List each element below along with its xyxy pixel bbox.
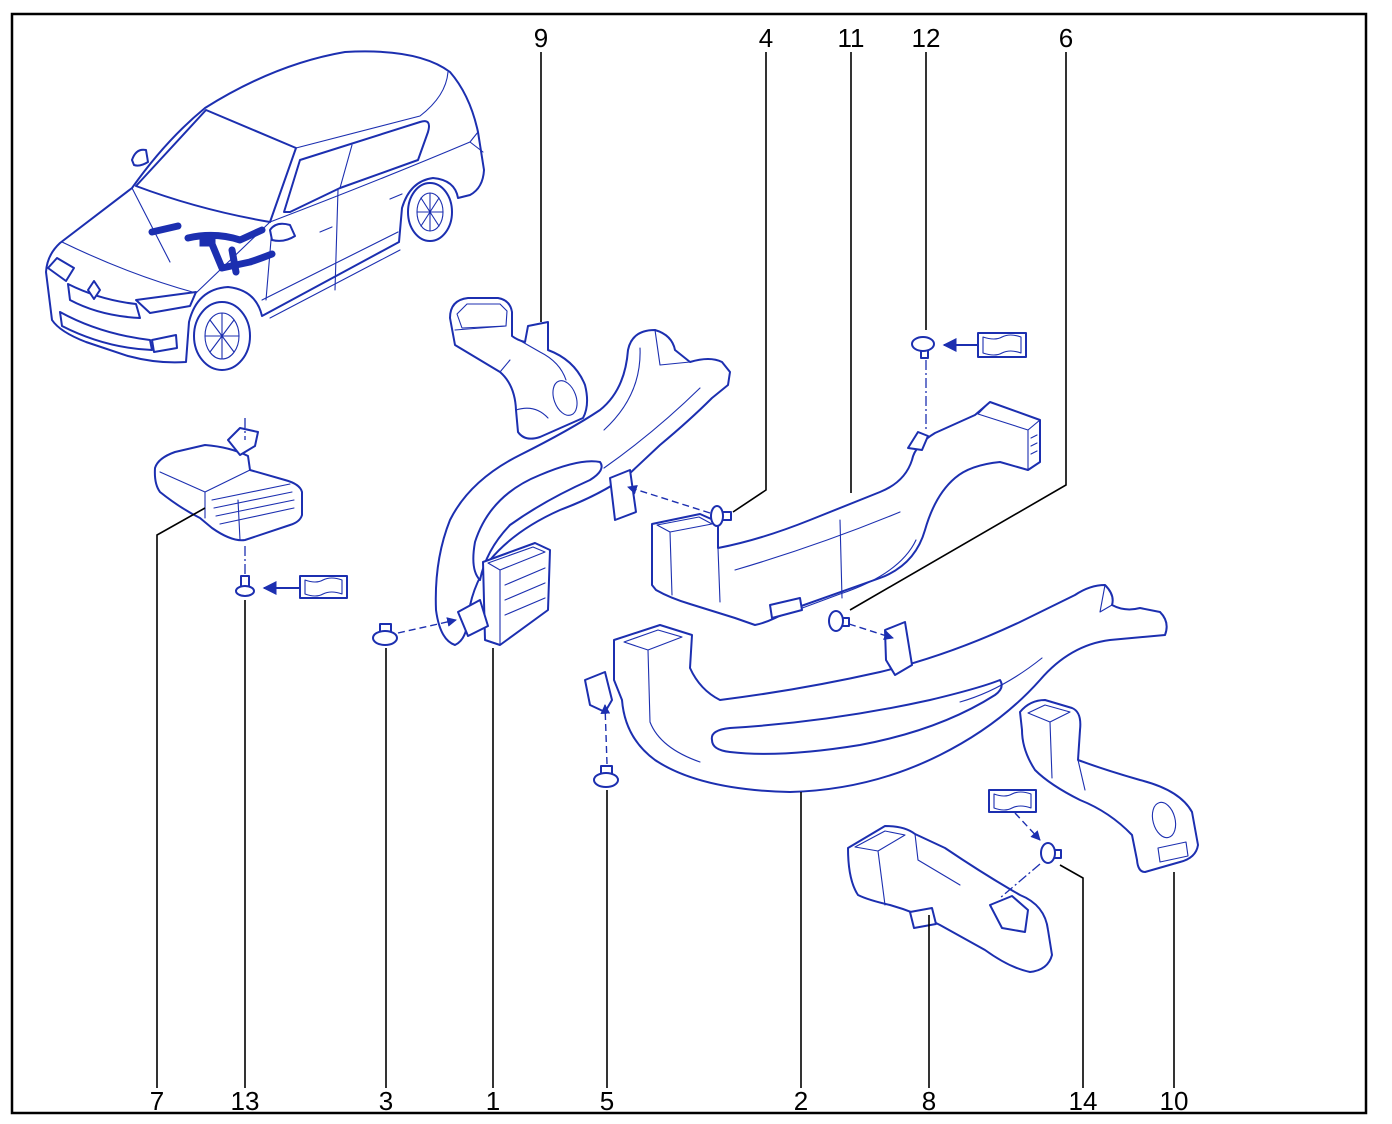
clip-14 [1040, 842, 1062, 864]
leader-line-7 [156, 507, 206, 1088]
part-9-duct [449, 297, 589, 440]
part-8-foot [909, 907, 937, 929]
vehicle-logo-icon [87, 280, 101, 300]
vehicle-roof-edge [295, 71, 449, 149]
part-7-tab [227, 427, 259, 456]
vehicle-door-handles [319, 193, 403, 233]
callouts-top: 9 4 11 12 6 [534, 23, 1073, 53]
part-10-duct [1019, 699, 1199, 873]
vehicle-highlighted-ducts [148, 222, 276, 276]
vehicle-tail [469, 131, 484, 153]
vehicle-sill [261, 231, 401, 319]
vehicle-window-pillar [339, 144, 353, 189]
vehicle-windshield [135, 109, 297, 223]
part-2-bracket-left [584, 671, 613, 713]
vehicle-illustration [45, 50, 485, 371]
vehicle-mirror-far [131, 148, 149, 167]
callout-9: 9 [534, 23, 548, 53]
leader-lines [156, 52, 1175, 1088]
callout-13: 13 [231, 1086, 260, 1116]
part-1-tab [609, 469, 637, 521]
part-1-bracket [457, 599, 489, 637]
spec-box-13 [262, 575, 348, 599]
clip-12 [911, 336, 935, 359]
clip-13 [235, 575, 255, 597]
clip-6 [828, 610, 850, 632]
callout-12: 12 [912, 23, 941, 53]
clip-3 [372, 623, 398, 646]
part-11-foot [769, 597, 803, 619]
part-2-duct [584, 584, 1168, 793]
vehicle-headlight-left [47, 257, 75, 282]
leader-line-14 [1059, 864, 1084, 1088]
part-8-duct [847, 825, 1053, 973]
spec-box-14 [988, 789, 1041, 841]
clip-5 [593, 765, 619, 788]
part-7-vent [153, 427, 303, 542]
clip-4 [710, 505, 732, 527]
callout-7: 7 [150, 1086, 164, 1116]
callout-1: 1 [486, 1086, 500, 1116]
callouts-bottom: 7 13 3 1 5 2 8 14 10 [150, 1086, 1189, 1116]
vehicle-fog-light [151, 334, 178, 353]
part-8-bracket [989, 895, 1029, 933]
spec-box-12 [942, 332, 1027, 358]
vehicle-rear-wheel [407, 182, 453, 242]
vehicle-front-wheel [193, 301, 251, 371]
callout-10: 10 [1160, 1086, 1189, 1116]
callout-2: 2 [794, 1086, 808, 1116]
leader-line-6 [849, 52, 1067, 611]
diagram-frame [10, 12, 1368, 1115]
part-1-duct [434, 329, 731, 646]
assembly-lines [244, 360, 1041, 899]
callout-4: 4 [759, 23, 773, 53]
callout-8: 8 [922, 1086, 936, 1116]
callout-11: 11 [838, 23, 865, 53]
vehicle-side-windows [283, 120, 430, 213]
part-11-duct [651, 401, 1041, 626]
vehicle-beltline [269, 141, 471, 223]
callout-14: 14 [1069, 1086, 1098, 1116]
callout-5: 5 [600, 1086, 614, 1116]
vehicle-lower-intake [59, 311, 153, 351]
callout-6: 6 [1059, 23, 1073, 53]
part-2-bracket-right [884, 621, 913, 676]
vehicle-mirror-near [269, 222, 296, 242]
leader-line-4 [732, 52, 767, 513]
part-11-tab [907, 431, 929, 451]
vehicle-headlight-right [135, 291, 197, 314]
callout-3: 3 [379, 1086, 393, 1116]
part-1-outlet [482, 542, 551, 646]
